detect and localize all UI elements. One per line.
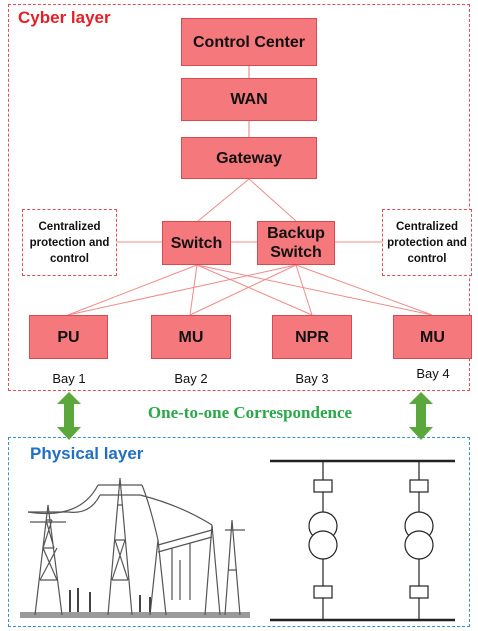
cyber-layer-title: Cyber layer xyxy=(18,8,111,27)
control-center-node: Control Center xyxy=(181,18,317,66)
wan-node: WAN xyxy=(181,78,317,121)
bay-2-label: Bay 2 xyxy=(174,371,208,386)
physical-layer-title: Physical layer xyxy=(30,444,144,463)
centralized-protection-right: Centralized protection and control xyxy=(382,209,472,276)
centralized-protection-left: Centralized protection and control xyxy=(22,209,117,276)
substation-illustration xyxy=(20,477,250,618)
physical-layer-frame xyxy=(8,437,470,627)
gateway-node: Gateway xyxy=(181,137,317,179)
correspondence-label: One-to-one Correspondence xyxy=(147,403,353,422)
device-mu-1: MU xyxy=(151,315,231,359)
device-npr: NPR xyxy=(272,315,352,359)
device-pu: PU xyxy=(29,315,108,359)
bay-3-label: Bay 3 xyxy=(295,371,329,386)
device-mu-2: MU xyxy=(393,315,472,359)
cyber-layer-frame xyxy=(8,4,470,391)
bay-4-label: Bay 4 xyxy=(416,366,450,381)
bay-1-label: Bay 1 xyxy=(52,371,86,386)
switch-node: Switch xyxy=(162,221,231,265)
correspondence-arrows xyxy=(57,392,433,440)
single-line-diagram xyxy=(270,459,455,622)
backup-switch-node: Backup Switch xyxy=(257,221,335,265)
